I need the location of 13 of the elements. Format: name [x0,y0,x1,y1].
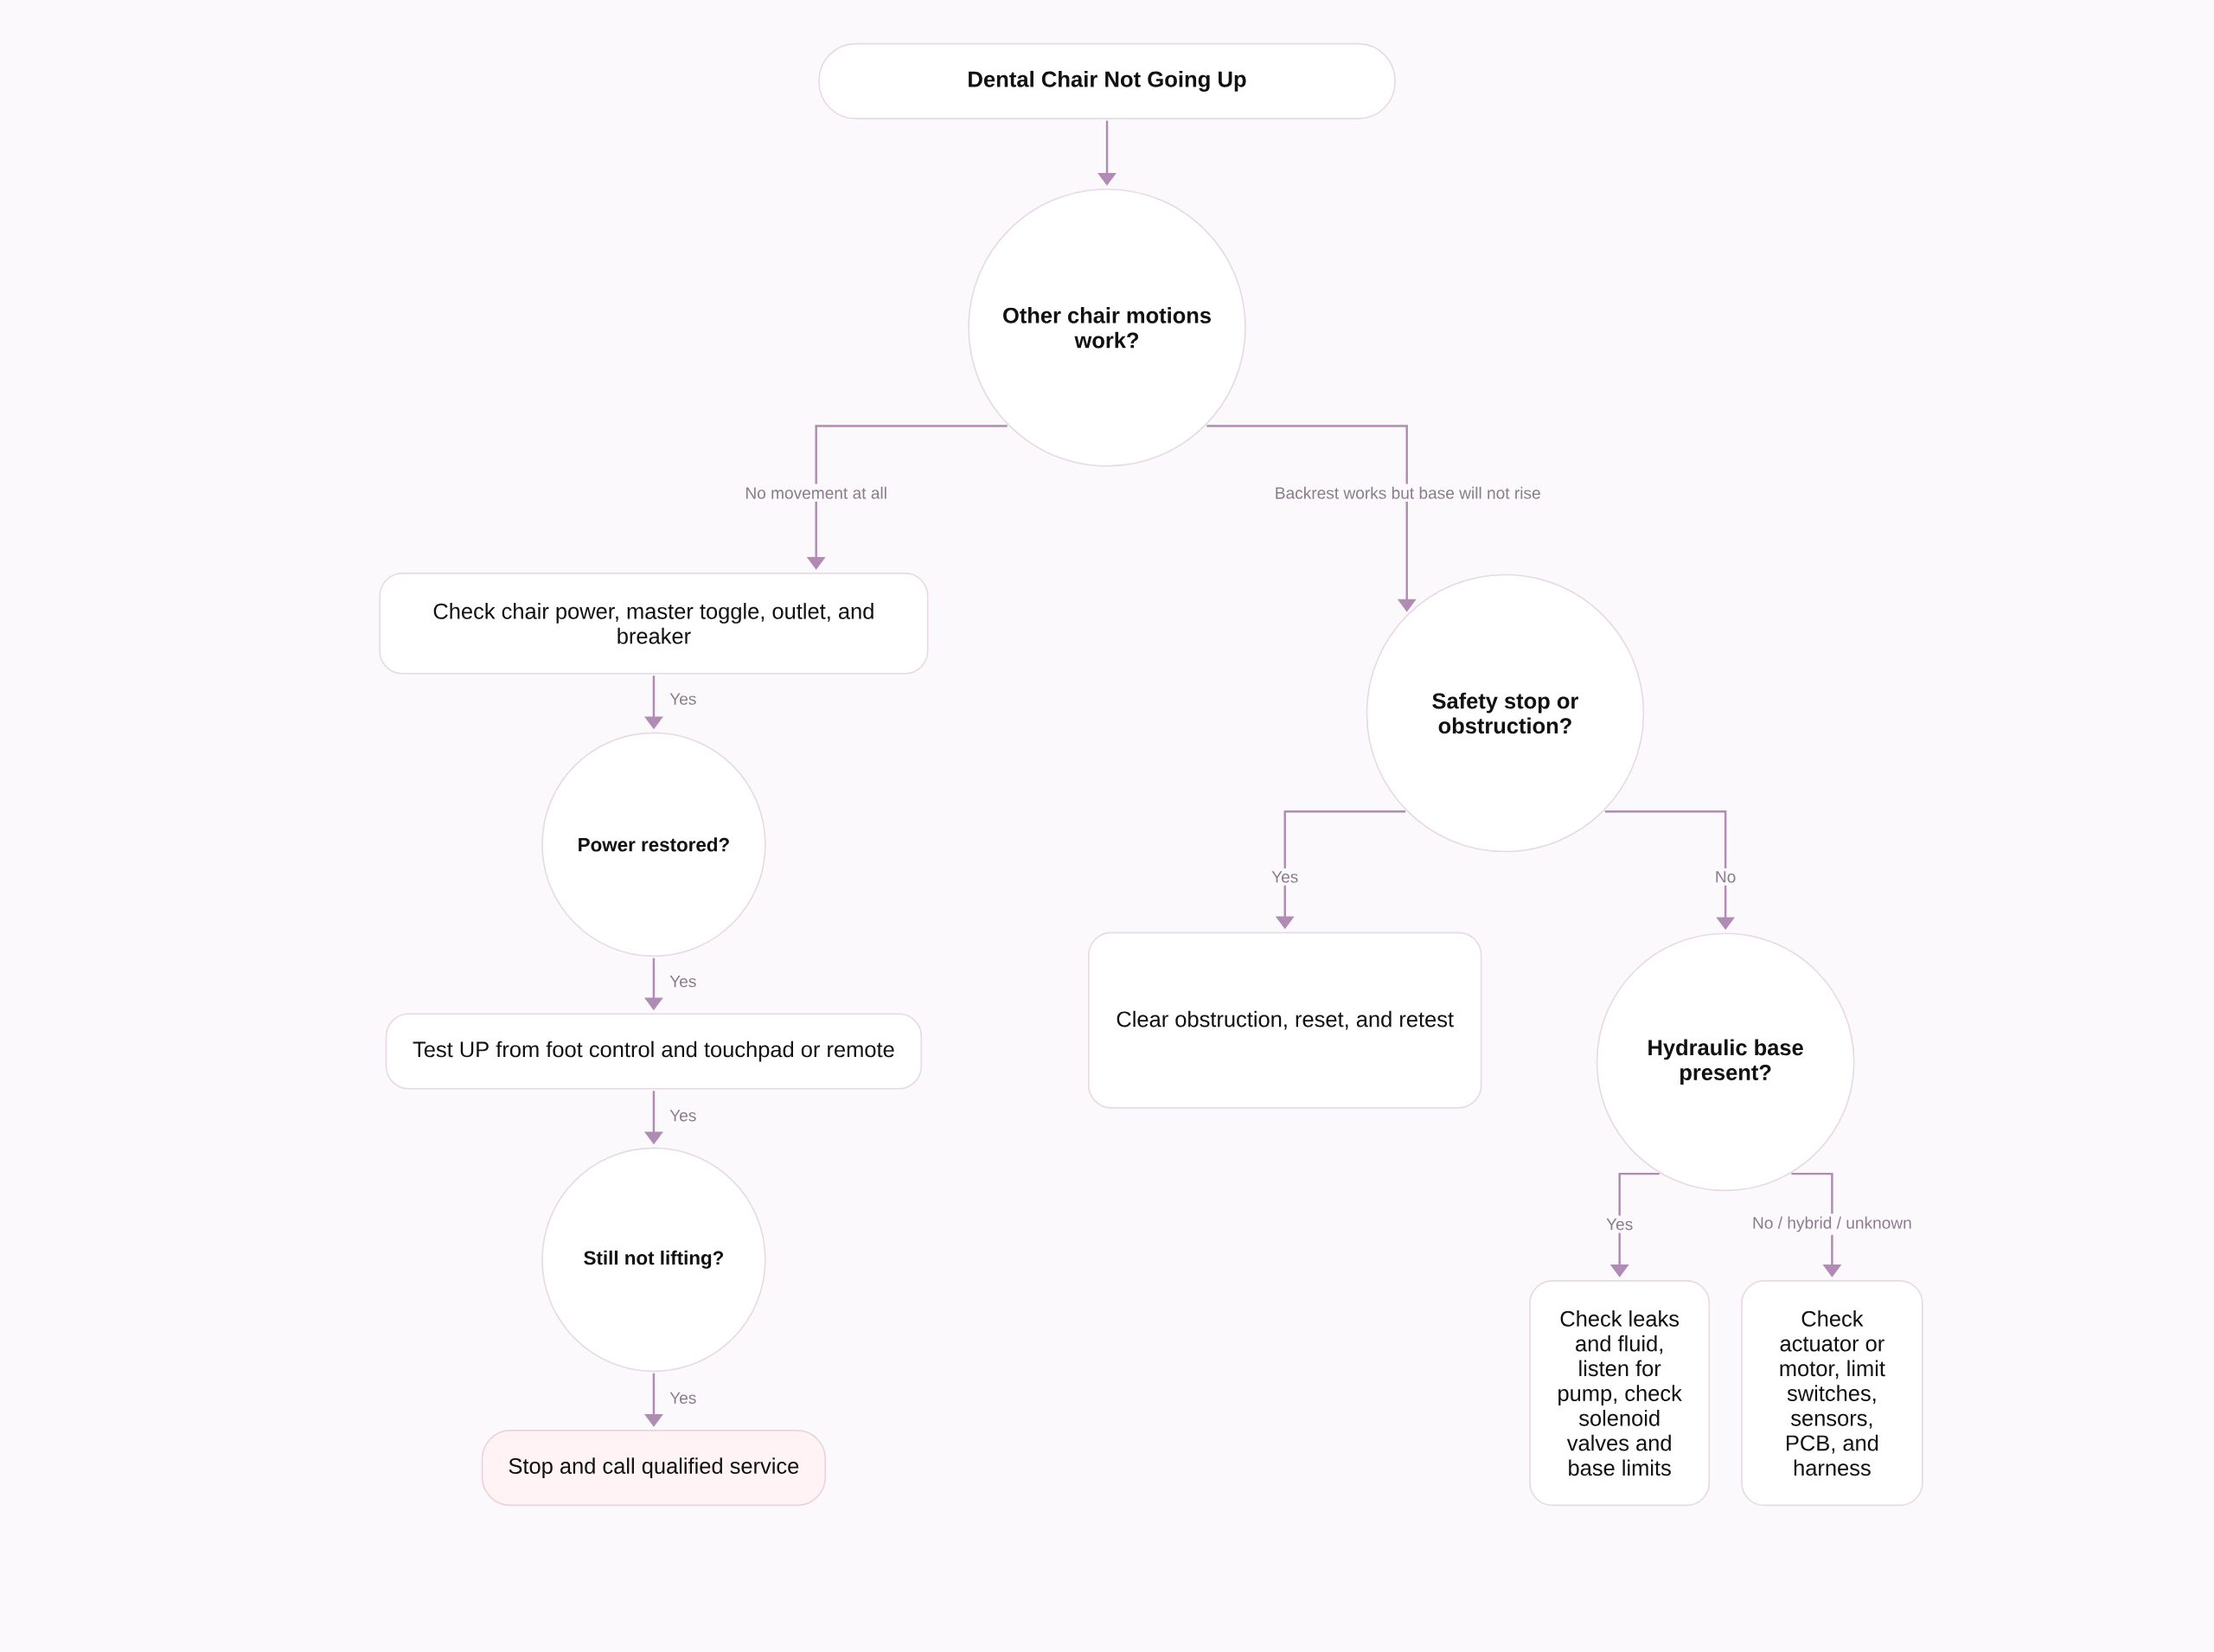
edge-label: Yes [666,690,700,708]
process-box: Check leaks and fluid, listen for pump, check solenoid valves and base limits [1529,1279,1711,1507]
process-box: Clear obstruction, reset, and retest [1087,932,1482,1109]
edge-label: No movement at all [742,483,891,502]
end-box: Stop and call qualified service [481,1430,827,1507]
edge-label: Yes [666,1389,700,1407]
start-box: Dental Chair Not Going Up [818,42,1396,119]
edge-label: No / hybrid / unknown [1749,1213,1916,1235]
process-box: Check actuator or motor, limit switches, sensors, PCB, and harness [1741,1279,1923,1507]
arrow [1604,810,1736,930]
process-box: Check chair power, master toggle, outlet, and breaker [379,572,929,675]
process-box: Test UP from foot control and touchpad or remote [385,1013,923,1090]
edge-label: Backrest works but base will not rise [1271,483,1544,502]
